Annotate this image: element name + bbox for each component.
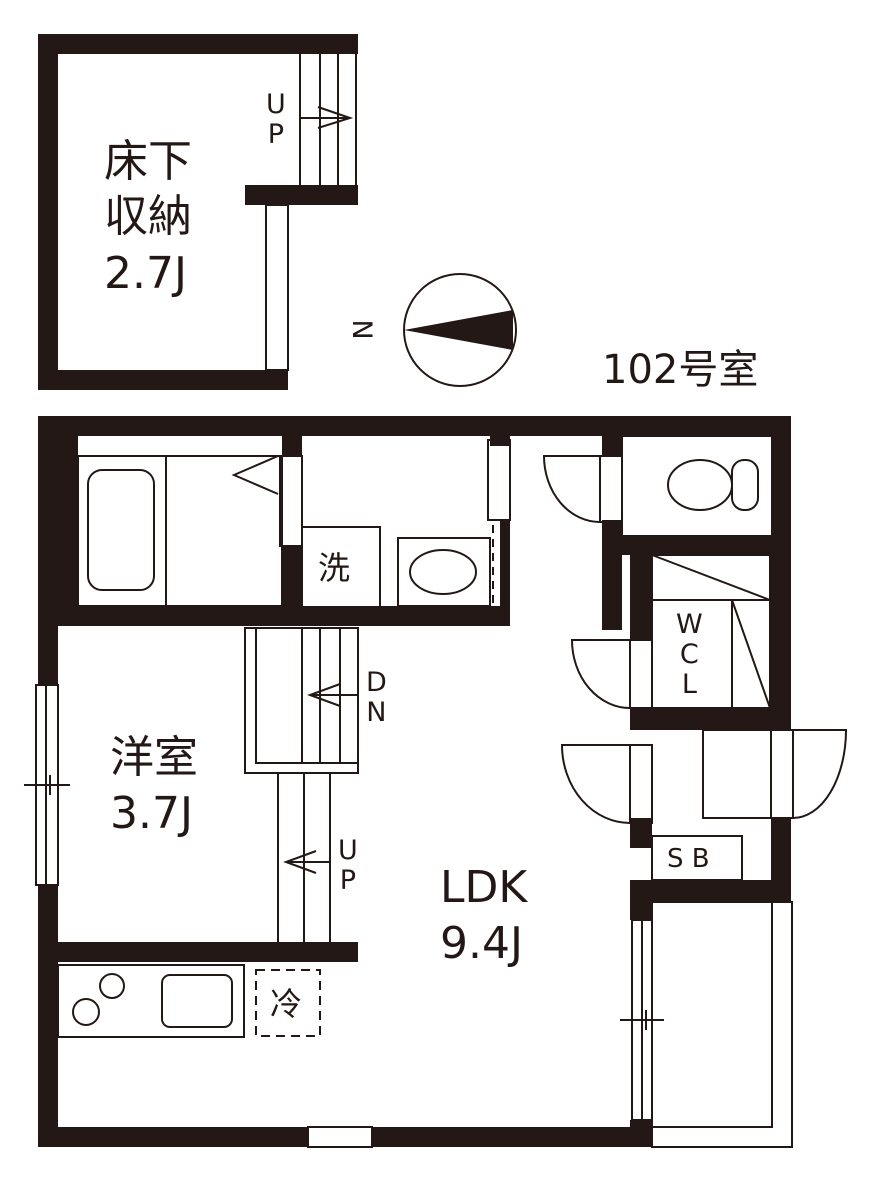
storage-stairs-up-label: U P — [266, 89, 286, 150]
fridge-label: 冷 — [270, 985, 303, 1023]
storage-size: 2.7J — [104, 248, 187, 299]
washer-label: 洗 — [318, 549, 351, 587]
compass-north-label: N — [348, 319, 380, 340]
main-stairs-up-label: U P — [338, 835, 358, 896]
unit-label: 102号室 — [602, 347, 759, 393]
ldk-name: LDK — [440, 862, 528, 913]
western-room-size: 3.7J — [110, 788, 193, 839]
walls — [38, 34, 791, 1147]
main-stairs-down-label: D N — [366, 667, 387, 728]
shoe-box-label: S B — [667, 844, 710, 874]
wcl-label: W C L — [676, 609, 703, 700]
north-arrow-icon — [404, 310, 513, 350]
storage-name-line2: 収納 — [104, 191, 192, 242]
ldk-size: 9.4J — [440, 918, 523, 969]
fixtures-lines — [24, 54, 848, 1148]
western-room-name: 洋室 — [110, 732, 198, 783]
storage-name-line1: 床下 — [104, 136, 192, 187]
